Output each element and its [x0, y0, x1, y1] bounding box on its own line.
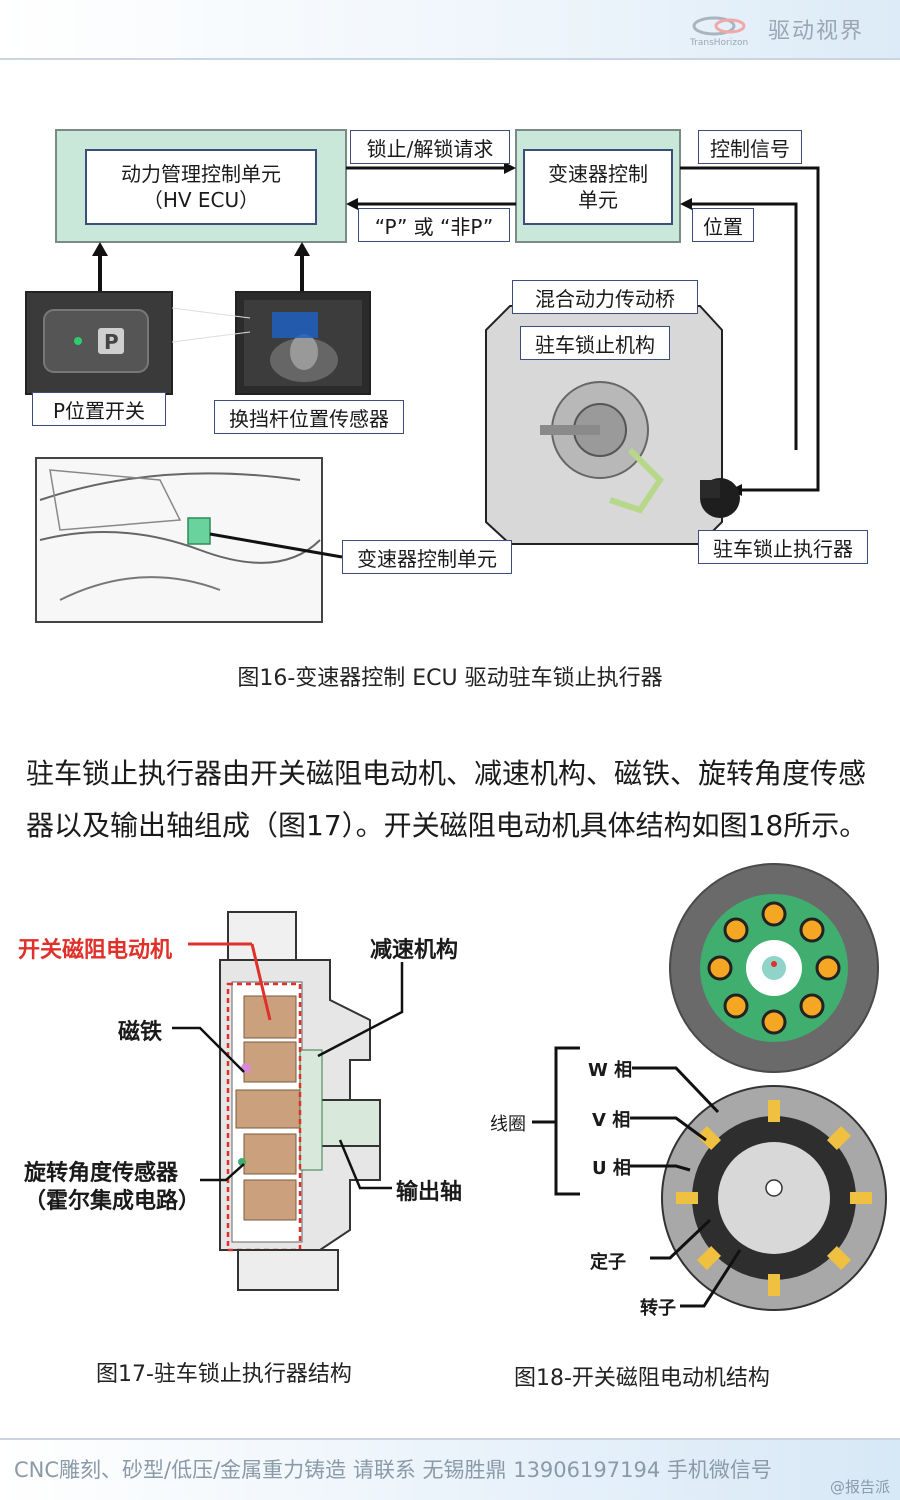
fig18-caption: 图18-开关磁阻电动机结构: [514, 1366, 770, 1391]
fig17-angle-sensor-label: 旋转角度传感器 （霍尔集成电路）: [24, 1160, 200, 1216]
fig17-angle-sensor-line1: 旋转角度传感器: [24, 1161, 179, 1186]
parking-actuator-label: 驻车锁止执行器: [698, 530, 868, 564]
fig17-angle-sensor-line2: （霍尔集成电路）: [24, 1189, 201, 1214]
tcu-location-label: 变速器控制单元: [342, 540, 512, 574]
hv-ecu-label-line2: （HV ECU）: [142, 188, 260, 212]
hv-ecu-label-line1: 动力管理控制单元: [121, 162, 281, 186]
fig16-caption: 图16-变速器控制 ECU 驱动驻车锁止执行器: [237, 666, 663, 691]
fig17-reducer-label: 减速机构: [370, 938, 459, 963]
footer-text: CNC雕刻、砂型/低压/金属重力铸造 请联系 无锡胜鼎 13906197194 …: [14, 1458, 772, 1482]
brand-subtitle: TransHorizon: [689, 38, 749, 48]
fig18-rotor-label: 转子: [640, 1298, 676, 1319]
brand-logo-icon: TransHorizon: [689, 12, 762, 48]
page-header: TransHorizon 驱动视界: [0, 0, 900, 60]
tcu-label-line1: 变速器控制: [548, 162, 648, 186]
lock-request-label: 锁止/解锁请求: [350, 130, 510, 164]
fig17-magnet-label: 磁铁: [118, 1020, 163, 1045]
fig18-stator-label: 定子: [590, 1252, 626, 1273]
fig18-u-phase-label: U 相: [592, 1158, 631, 1179]
position-label: 位置: [692, 208, 754, 242]
fig17-output-shaft-label: 输出轴: [396, 1180, 463, 1205]
fig18-coil-label: 线圈: [490, 1114, 526, 1135]
p-key-label: P: [104, 330, 119, 354]
p-status-label: “P” 或 “非P”: [358, 208, 510, 242]
magnet-circles: [707, 901, 841, 1035]
hv-ecu-label: 动力管理控制单元 （HV ECU）: [86, 150, 316, 224]
fig18-v-phase-label: V 相: [592, 1110, 631, 1131]
tcu-label-line2: 单元: [578, 188, 618, 212]
p-switch-label: P位置开关: [32, 392, 166, 426]
stator-slots: [676, 1100, 872, 1296]
fig18-w-phase-label: W 相: [588, 1060, 633, 1081]
fig17-caption: 图17-驻车锁止执行器结构: [96, 1362, 352, 1387]
shift-sensor-label: 换挡杆位置传感器: [214, 400, 404, 434]
fig16-diagram: P: [25, 129, 820, 623]
fig18-diagram: [532, 863, 887, 1311]
brand: TransHorizon 驱动视界: [689, 12, 864, 48]
body-paragraph: 驻车锁止执行器由开关磁阻电动机、减速机构、磁铁、旋转角度传感器以及输出轴组成（图…: [26, 757, 868, 842]
control-signal-label: 控制信号: [698, 130, 802, 164]
tcu-label: 变速器控制 单元: [524, 150, 672, 224]
fig17-diagram: [172, 911, 404, 1291]
dashboard-drawing: [35, 457, 323, 623]
parking-mechanism-label: 驻车锁止机构: [520, 326, 670, 360]
page-footer: CNC雕刻、砂型/低压/金属重力铸造 请联系 无锡胜鼎 13906197194 …: [0, 1438, 900, 1500]
footer-watermark: @报告派: [829, 1478, 890, 1496]
hybrid-transaxle-label: 混合动力传动桥: [512, 280, 698, 314]
brand-name: 驱动视界: [767, 19, 864, 44]
fig17-srm-label: 开关磁阻电动机: [18, 938, 173, 963]
